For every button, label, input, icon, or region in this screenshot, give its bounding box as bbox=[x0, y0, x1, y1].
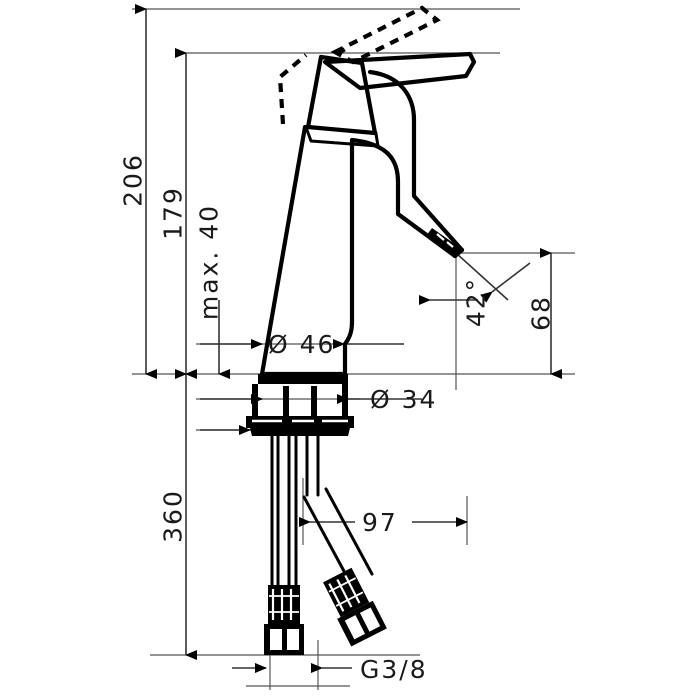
dimension-label-179: 179 bbox=[159, 186, 188, 240]
dimension-label-max-40: max. 40 bbox=[195, 204, 224, 320]
aerator-outlet bbox=[426, 228, 462, 257]
lever-handle bbox=[322, 51, 477, 91]
dimension-label-360: 360 bbox=[159, 489, 188, 543]
dimension-d34 bbox=[200, 394, 422, 435]
dimension-label-206: 206 bbox=[119, 153, 148, 207]
handle-hub bbox=[305, 54, 378, 136]
supply-hose-right bbox=[302, 487, 387, 647]
cap-swivel-dashed bbox=[277, 53, 308, 125]
handle-collar bbox=[305, 128, 380, 148]
dimension-label-d34: Ø 34 bbox=[370, 385, 437, 414]
dimension-label-g38: G3/8 bbox=[360, 655, 428, 684]
dimension-label-angle-42: 42° bbox=[462, 277, 491, 327]
dimension-label-d46: Ø 46 bbox=[268, 330, 335, 359]
mounting-base bbox=[246, 374, 354, 436]
dimension-angle-42 bbox=[419, 252, 531, 305]
shank-rods bbox=[276, 434, 320, 602]
supply-hose-left bbox=[264, 434, 304, 655]
dimension-label-97: 97 bbox=[362, 508, 398, 537]
dimension-label-68: 68 bbox=[527, 295, 556, 331]
lever-handle-raised-dashed bbox=[330, 5, 441, 65]
